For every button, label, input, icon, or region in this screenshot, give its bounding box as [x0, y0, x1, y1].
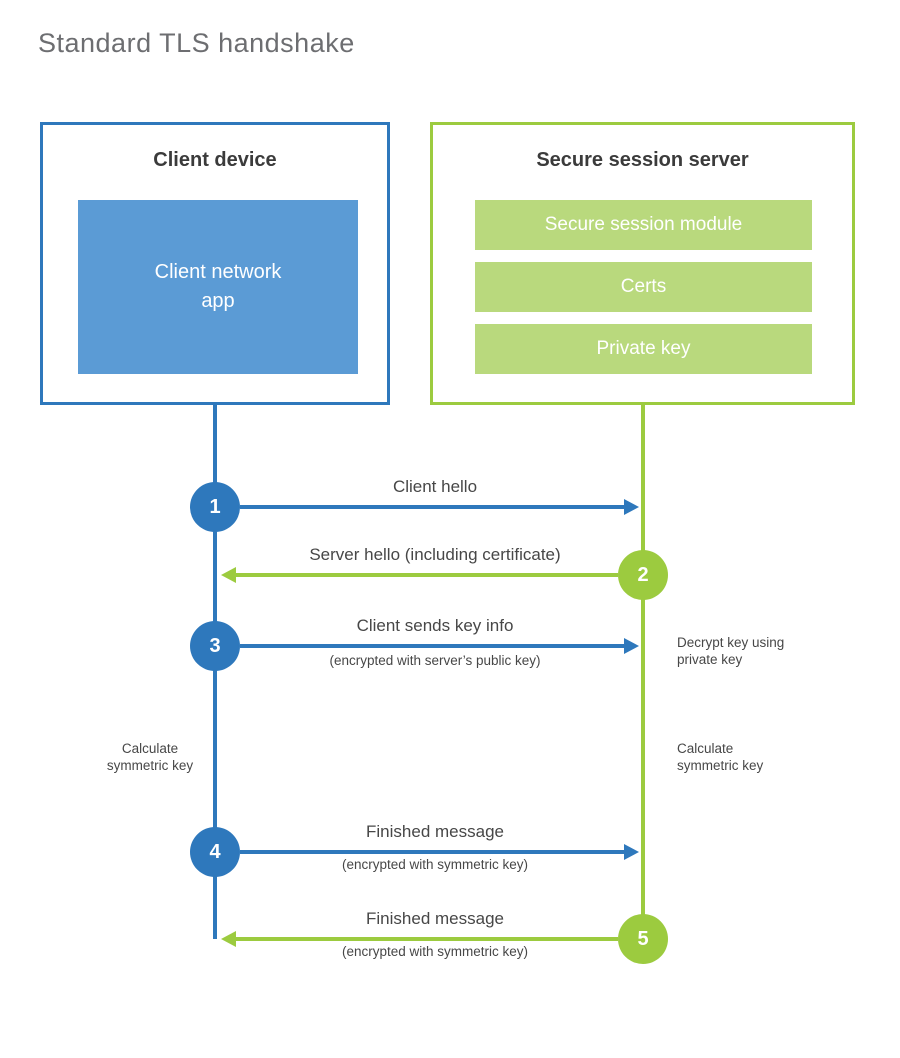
step1-arrowhead-icon	[624, 499, 639, 515]
server-module-certs: Certs	[475, 262, 812, 312]
step2-arrow	[236, 573, 618, 577]
step2-label: Server hello (including certificate)	[309, 545, 561, 564]
step1-circle: 1	[190, 482, 240, 532]
page-title: Standard TLS handshake	[38, 28, 355, 58]
calc-server-line2: symmetric key	[677, 758, 764, 773]
step4-sublabel: (encrypted with symmetric key)	[341, 857, 529, 872]
calculate-symmetric-key-note-server: Calculate symmetric key	[677, 740, 763, 774]
client-device-box: Client device Client network app	[40, 122, 390, 405]
decrypt-key-note-line1: Decrypt key using	[677, 635, 785, 650]
calculate-symmetric-key-note-client: Calculate symmetric key	[70, 740, 230, 774]
decrypt-key-note-line2: private key	[677, 652, 743, 667]
step5-label: Finished message	[366, 909, 504, 928]
step3-circle: 3	[190, 621, 240, 671]
step3-arrowhead-icon	[624, 638, 639, 654]
calc-client-line1: Calculate	[121, 741, 179, 756]
decrypt-key-note: Decrypt key using private key	[677, 634, 784, 668]
step3-arrow	[240, 644, 625, 648]
client-lifeline	[213, 405, 217, 939]
step5-circle: 5	[618, 914, 668, 964]
calc-server-line1: Calculate	[677, 741, 734, 756]
step3-label: Client sends key info	[356, 616, 514, 635]
step5-arrow	[236, 937, 618, 941]
server-modules: Secure session module Certs Private key	[475, 200, 812, 386]
step2-circle: 2	[618, 550, 668, 600]
step3-sublabel: (encrypted with server’s public key)	[329, 653, 541, 668]
client-network-app-rect: Client network app	[78, 200, 358, 374]
step1-arrow	[240, 505, 625, 509]
step5-sublabel: (encrypted with symmetric key)	[341, 944, 529, 959]
calc-client-line2: symmetric key	[106, 758, 194, 773]
client-app-label-line1: Client network	[154, 261, 282, 283]
client-app-label-line2: app	[201, 290, 235, 312]
server-module-private-key: Private key	[475, 324, 812, 374]
step1-label: Client hello	[392, 477, 478, 496]
step2-arrowhead-icon	[221, 567, 236, 583]
client-device-title: Client device	[153, 149, 277, 171]
server-module-secure-session: Secure session module	[475, 200, 812, 250]
step4-circle: 4	[190, 827, 240, 877]
secure-session-server-title: Secure session server	[536, 149, 749, 171]
step4-arrow	[240, 850, 625, 854]
step4-arrowhead-icon	[624, 844, 639, 860]
server-lifeline	[641, 405, 645, 940]
step4-label: Finished message	[366, 822, 504, 841]
secure-session-server-box: Secure session server Secure session mod…	[430, 122, 855, 405]
step5-arrowhead-icon	[221, 931, 236, 947]
